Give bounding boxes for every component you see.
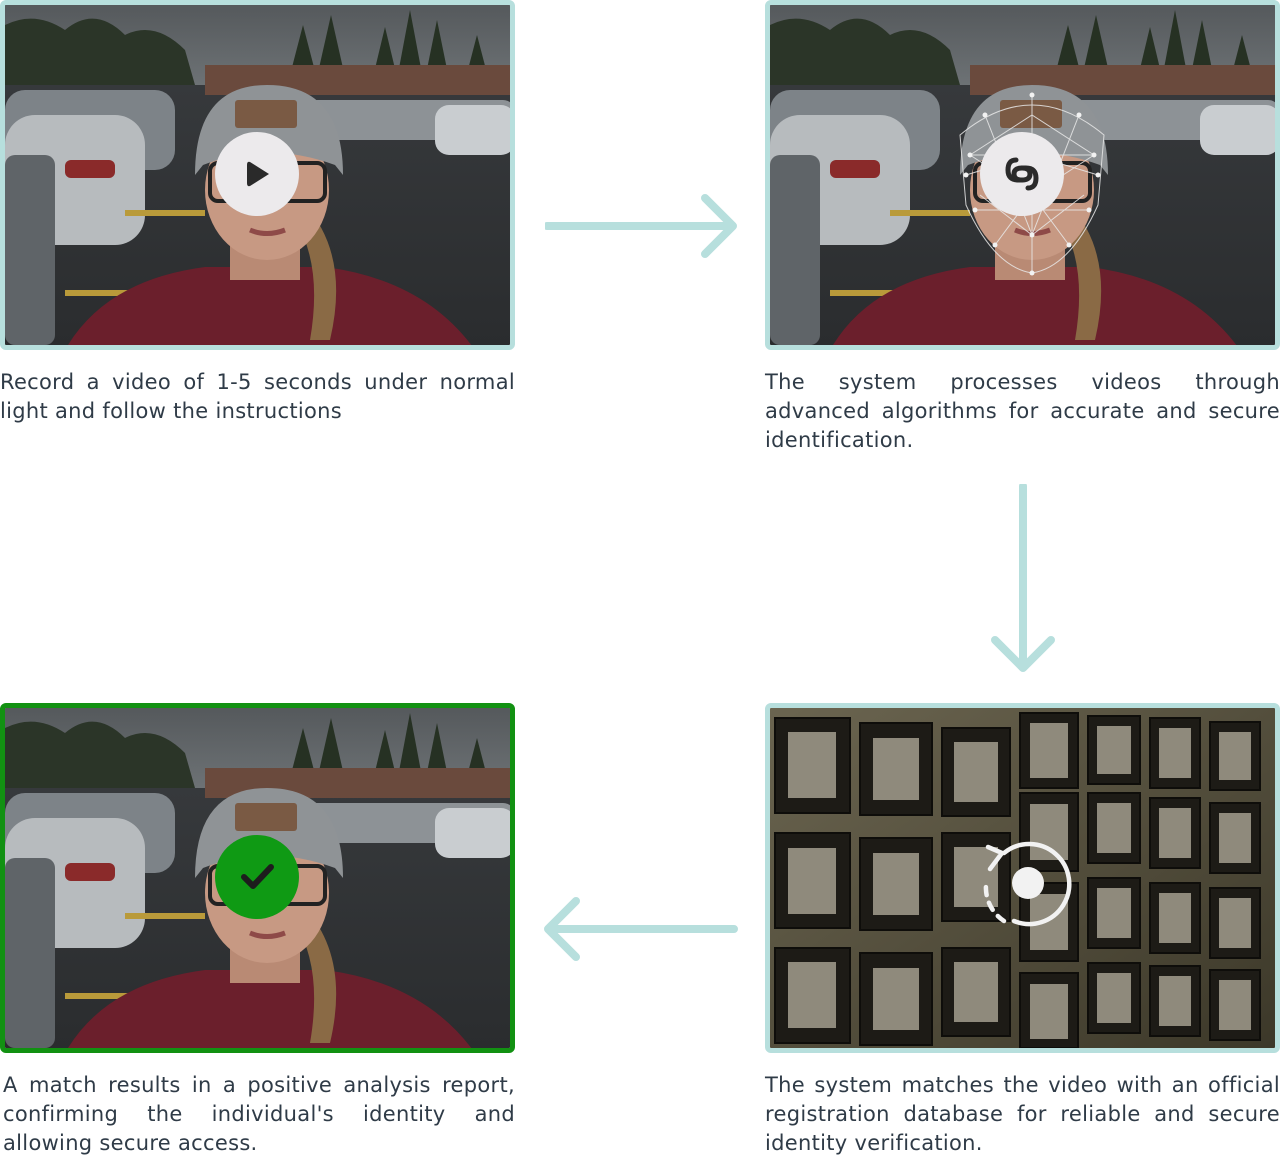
play-icon <box>247 161 269 187</box>
arrow-left-icon <box>544 897 738 961</box>
result-caption: A match results in a positive analysis r… <box>3 1073 515 1155</box>
play-button[interactable] <box>215 132 299 216</box>
process-video-thumbnail[interactable] <box>765 0 1280 350</box>
checkmark-icon <box>241 864 274 889</box>
link-icon <box>1005 157 1039 191</box>
sync-overlay <box>974 833 1074 933</box>
match-caption: The system matches the video with an off… <box>765 1073 1280 1155</box>
verified-badge <box>215 835 299 919</box>
photo-wall-image <box>770 708 1275 1048</box>
processing-badge <box>980 132 1064 216</box>
match-database-thumbnail[interactable] <box>765 703 1280 1053</box>
record-video-thumbnail[interactable] <box>0 0 515 350</box>
result-video-thumbnail[interactable] <box>0 703 515 1053</box>
face-mesh-image <box>770 5 1275 345</box>
arrow-right-icon <box>545 194 737 258</box>
arrow-down-icon <box>991 484 1055 672</box>
process-caption: The system processes videos through adva… <box>765 370 1280 452</box>
record-caption: Record a video of 1-5 seconds under norm… <box>0 370 515 423</box>
rotate-icon <box>983 841 1072 927</box>
